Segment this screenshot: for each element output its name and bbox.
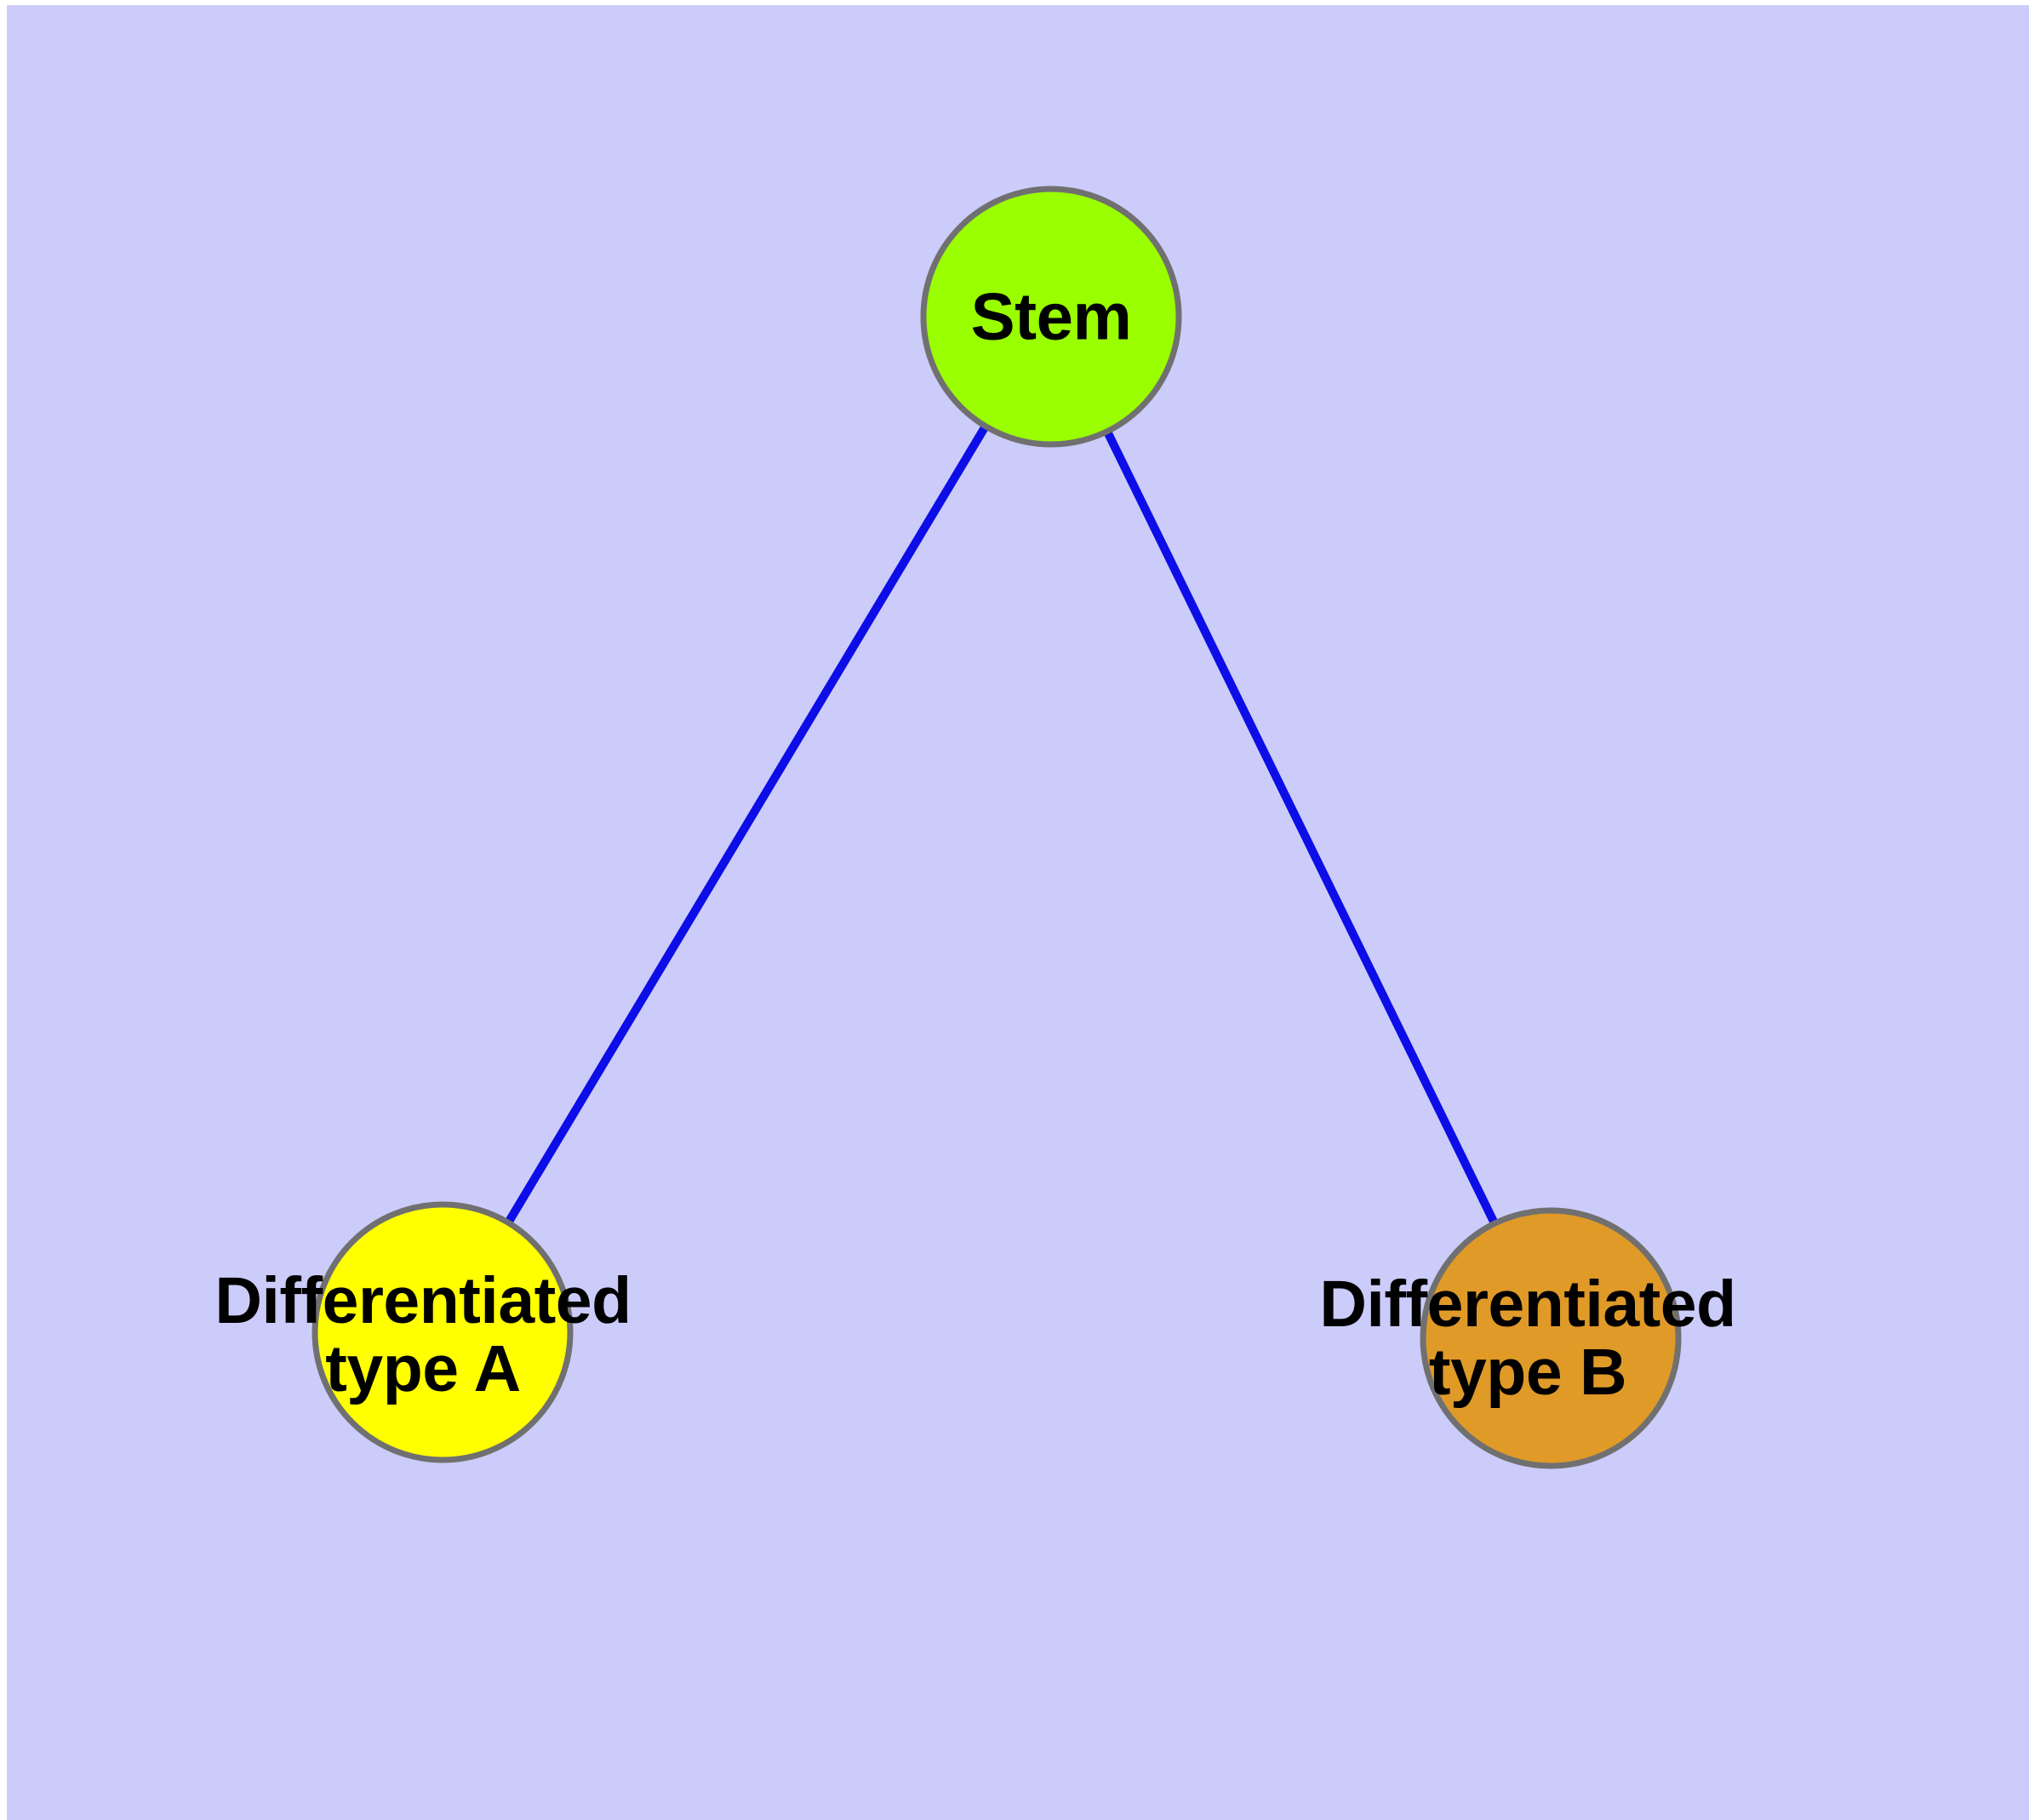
nodes-group bbox=[311, 186, 1682, 1469]
node-stem[interactable] bbox=[920, 186, 1182, 448]
edge-stem-diff-b[interactable] bbox=[1104, 431, 1498, 1224]
node-diff_b[interactable] bbox=[1420, 1207, 1682, 1469]
node-diff_a[interactable] bbox=[311, 1201, 574, 1463]
edges-group bbox=[505, 425, 1498, 1224]
edge-stem-diff-a[interactable] bbox=[505, 425, 989, 1224]
